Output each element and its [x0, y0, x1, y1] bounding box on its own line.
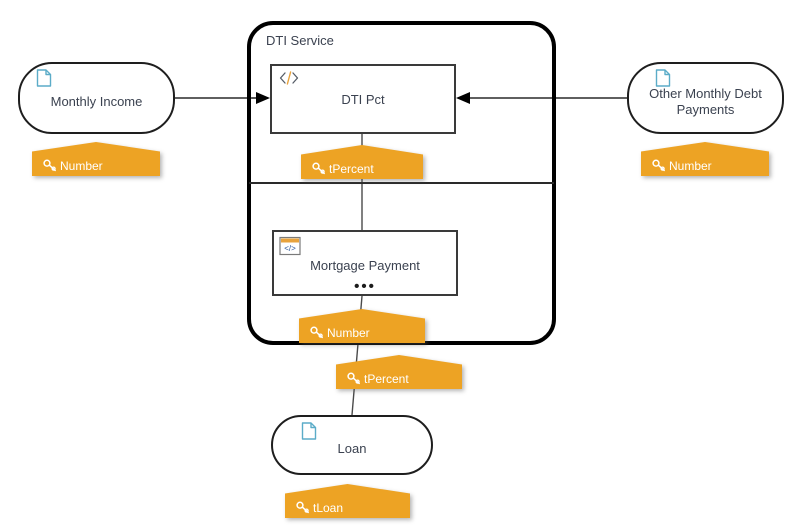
monthly-income-node[interactable]: Monthly Income — [18, 62, 175, 134]
monthly-income-label: Monthly Income — [50, 94, 143, 109]
mortgage-payment-overflow-indicator[interactable]: ••• — [354, 278, 376, 295]
type-tag-mortgage-payment-input[interactable]: tPercent — [336, 355, 462, 389]
service-title: DTI Service — [266, 33, 334, 48]
code-icon — [278, 70, 300, 86]
mortgage-payment-box[interactable]: </> Mortgage Payment ••• — [272, 230, 458, 296]
service-section-divider — [249, 182, 554, 184]
other-monthly-debt-label-line2: Payments — [676, 102, 735, 117]
type-tag-label: Number — [327, 326, 370, 340]
type-tag-mortgage-payment[interactable]: Number — [299, 309, 425, 343]
type-tag-label: tPercent — [329, 162, 374, 176]
other-monthly-debt-node[interactable]: Other Monthly Debt Payments — [627, 62, 784, 134]
type-tag-label: Number — [60, 159, 103, 173]
other-monthly-debt-label-line1: Other Monthly Debt — [649, 86, 762, 101]
svg-text:</>: </> — [284, 244, 296, 253]
key-icon — [296, 501, 311, 514]
dti-pct-box[interactable]: DTI Pct — [270, 64, 456, 134]
document-icon — [655, 69, 671, 87]
code-window-icon: </> — [279, 236, 301, 256]
mortgage-payment-label: Mortgage Payment — [310, 258, 420, 273]
key-icon — [652, 159, 667, 172]
dti-pct-label: DTI Pct — [341, 92, 385, 107]
type-tag-other-monthly-debt[interactable]: Number — [641, 142, 769, 176]
type-tag-label: tLoan — [313, 501, 344, 515]
type-tag-dti-pct[interactable]: tPercent — [301, 145, 423, 179]
key-icon — [310, 326, 325, 339]
key-icon — [312, 162, 327, 175]
document-icon — [36, 69, 52, 87]
type-tag-label: Number — [669, 159, 712, 173]
type-tag-loan[interactable]: tLoan — [285, 484, 410, 518]
type-tag-monthly-income[interactable]: Number — [32, 142, 160, 176]
type-tag-label: tPercent — [364, 372, 409, 386]
loan-label: Loan — [337, 441, 367, 456]
document-icon — [301, 422, 317, 440]
loan-node[interactable]: Loan — [271, 415, 433, 475]
key-icon — [43, 159, 58, 172]
